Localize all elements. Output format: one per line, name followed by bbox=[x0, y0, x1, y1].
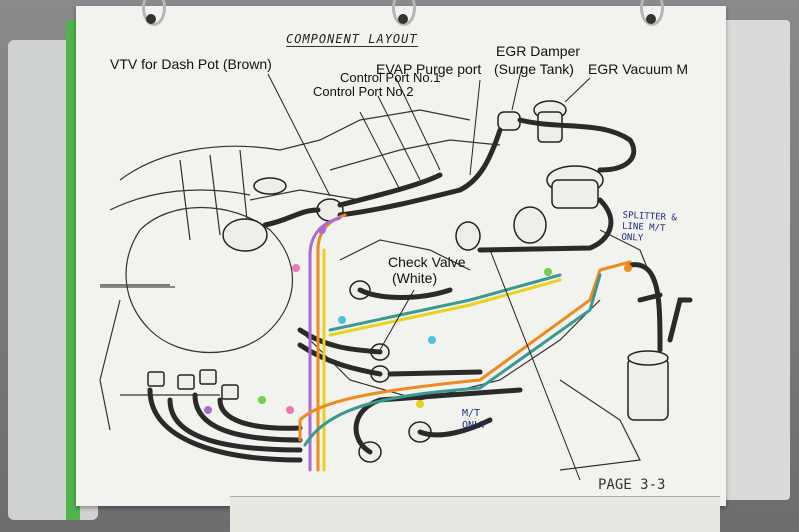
mt-only-note: M/T ONLY bbox=[462, 408, 486, 432]
label-surge-tank: (Surge Tank) bbox=[494, 61, 574, 77]
binder-ring bbox=[640, 0, 664, 26]
leader-lines bbox=[100, 65, 591, 481]
page-title: COMPONENT LAYOUT bbox=[286, 32, 418, 47]
label-egr-damper: EGR Damper bbox=[496, 43, 581, 59]
binder-ring bbox=[142, 0, 166, 26]
page-number: PAGE 3-3 bbox=[598, 477, 666, 493]
mt-note-line: ONLY bbox=[462, 420, 487, 431]
label-evap-purge: EVAP Purge port bbox=[376, 61, 482, 77]
punch-hole bbox=[646, 14, 656, 24]
label-check-valve: Check Valve bbox=[388, 254, 466, 270]
label-control-port-1: Control Port No.1 bbox=[340, 70, 441, 85]
black-hoses bbox=[147, 117, 693, 463]
color-markers bbox=[204, 226, 632, 414]
label-vtv-dash-pot: VTV for Dash Pot (Brown) bbox=[110, 56, 272, 72]
mt-note-line: M/T bbox=[462, 408, 481, 419]
engine-outline bbox=[99, 109, 661, 471]
splitter-note: SPLITTER & LINE M/T ONLY bbox=[621, 211, 677, 247]
punch-hole bbox=[398, 14, 408, 24]
punch-hole bbox=[146, 14, 156, 24]
label-egr-vacuum: EGR Vacuum M bbox=[588, 61, 689, 77]
binder-ring bbox=[392, 0, 416, 26]
colored-hoses bbox=[298, 213, 632, 472]
lower-page-strip bbox=[230, 496, 720, 532]
components bbox=[147, 100, 669, 463]
label-control-port-2: Control Port No.2 bbox=[313, 84, 414, 99]
label-check-valve-color: (White) bbox=[392, 270, 438, 286]
